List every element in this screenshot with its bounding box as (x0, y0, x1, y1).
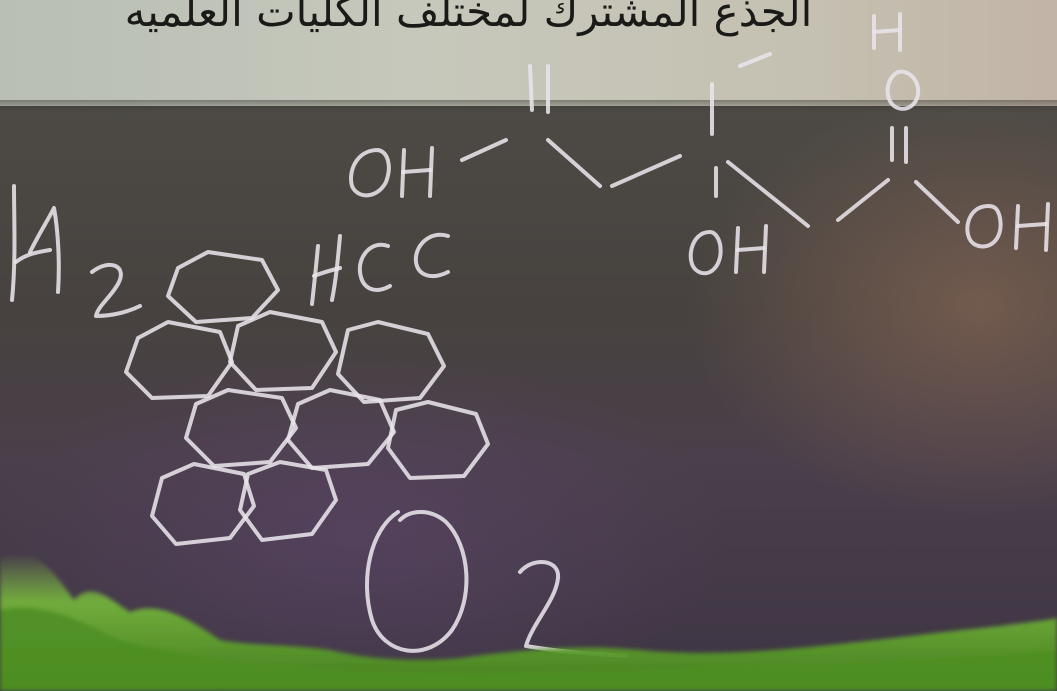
hexagon-ring (228, 310, 338, 392)
title-band: الجذع المشترك لمختلف الكليات العلميه (0, 0, 1057, 106)
hexagon-ring (386, 400, 490, 480)
hexagon-ring (238, 460, 338, 542)
hexagon-ring (150, 462, 256, 546)
hexagon-ring (336, 320, 446, 404)
acid-structure (349, 12, 1050, 276)
hexagon-ring (124, 320, 234, 400)
hexagon-cluster (124, 250, 490, 546)
h2-label (10, 184, 142, 318)
hexagon-ring (184, 388, 298, 468)
grass-foreground (0, 553, 1057, 691)
band-shadow (0, 100, 1057, 112)
hexagon-ring (286, 388, 396, 470)
hcc-label (310, 232, 450, 306)
hexagon-ring (166, 250, 280, 324)
page-title: الجذع المشترك لمختلف الكليات العلميه (124, 0, 813, 36)
o2-label (365, 510, 628, 658)
